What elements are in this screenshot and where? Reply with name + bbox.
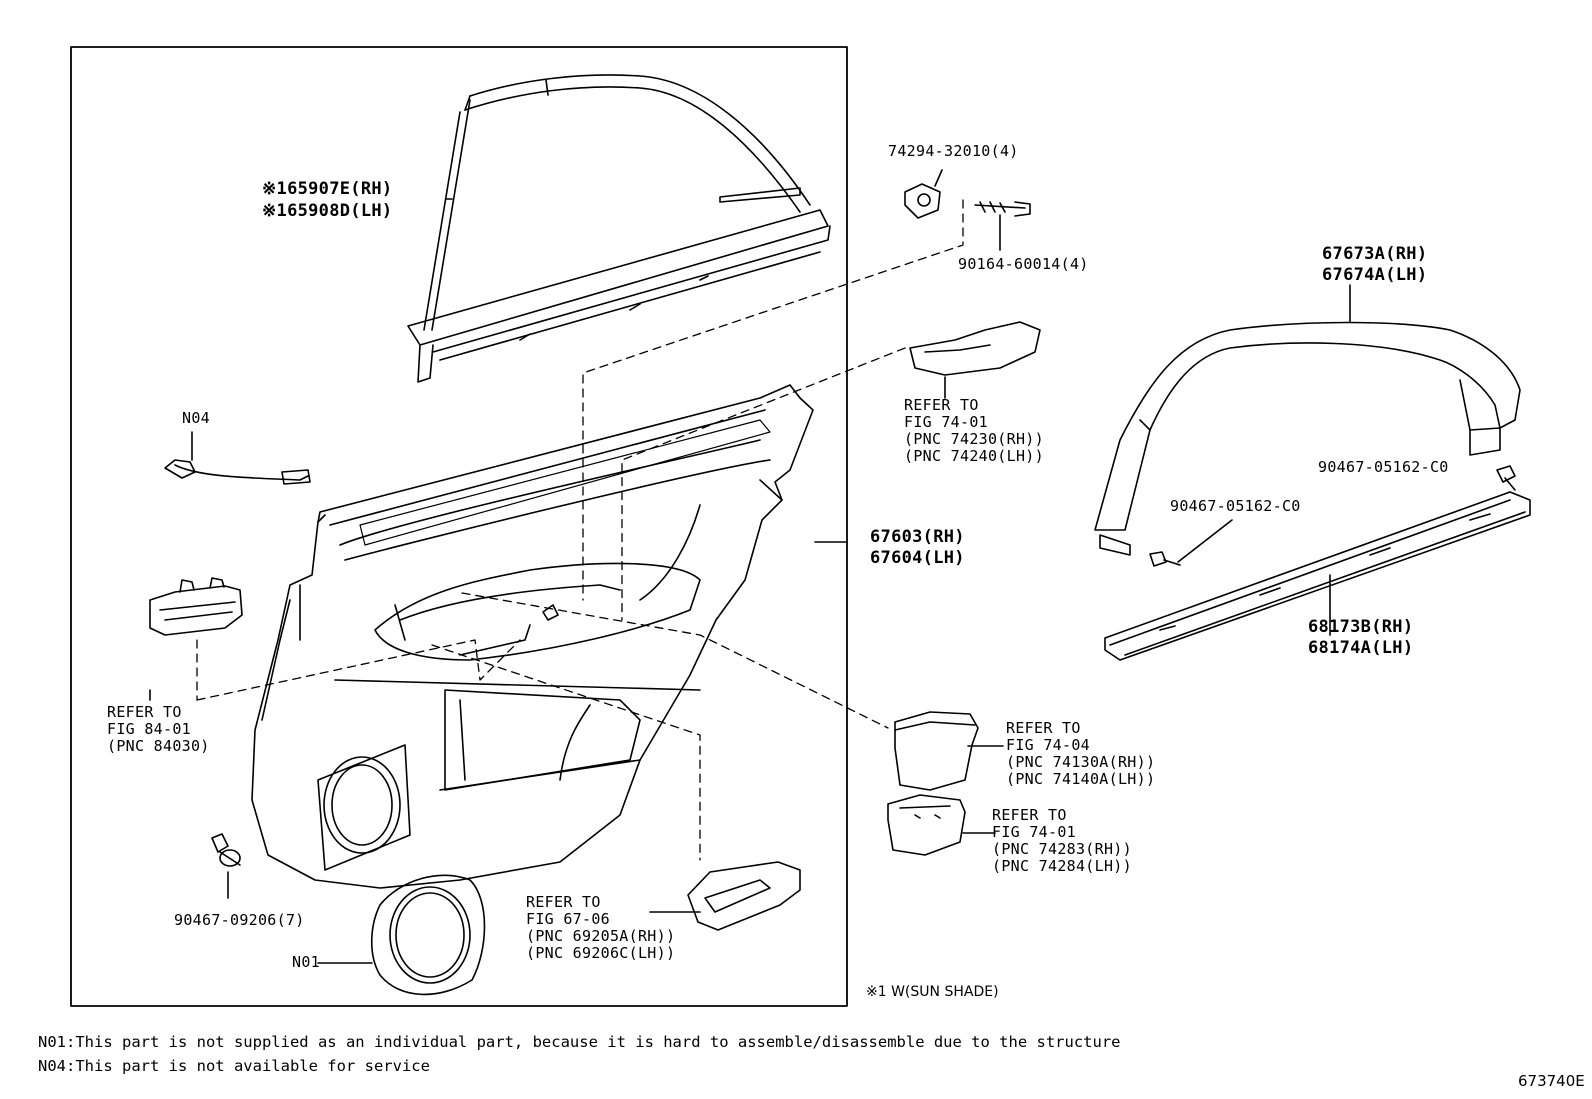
label-lock-ref-2: FIG 84-01 [107,720,191,738]
label-ashtray-ref-3: (PNC 74283(RH)) [992,840,1132,858]
clip-90467-05162-c0-a [1496,465,1516,491]
door-weatherstrip [1104,491,1531,661]
fastener-90467-09206 [211,833,241,899]
wire-harness-n04 [164,431,311,485]
belt-moulding [1094,284,1521,556]
label-handle-ref-4: (PNC 74240(LH)) [904,447,1044,465]
label-pocket-ref-1: REFER TO [1006,719,1081,737]
figure-code: 673740E [1518,1072,1585,1090]
sunshade-note: ※1 W(SUN SHADE) [866,984,999,1000]
footnote-n04: N04:This part is not available for servi… [38,1057,430,1075]
label-lock-ref-1: REFER TO [107,703,182,721]
label-inner-handle-ref-1: REFER TO [526,893,601,911]
label-clip-part: 74294-32010(4) [888,142,1019,160]
label-ashtray-ref-1: REFER TO [992,806,1067,824]
label-window-glass-lh: ※165908D(LH) [262,201,393,221]
window-sunshade-illustration [407,74,831,383]
label-ashtray-ref-2: FIG 74-01 [992,823,1076,841]
label-pocket-ref-2: FIG 74-04 [1006,736,1090,754]
label-handle-ref-1: REFER TO [904,396,979,414]
screw-90164-60014 [974,201,1031,251]
clip-90467-05162-c0-b [1149,519,1233,567]
label-n01: N01 [292,953,320,971]
label-fastener-part: 90467-09206(7) [174,911,305,929]
label-moulding-lh: 67674A(LH) [1322,265,1428,285]
label-handle-ref-2: FIG 74-01 [904,413,988,431]
armrest-pull-handle [909,321,1041,399]
door-trim-panel [251,384,814,889]
label-lock-ref-3: (PNC 84030) [107,737,210,755]
dashed-reference-lines [196,199,964,861]
label-handle-ref-3: (PNC 74230(RH)) [904,430,1044,448]
label-inner-handle-ref-2: FIG 67-06 [526,910,610,928]
ashtray-box [887,794,996,856]
label-panel-rh: 67603(RH) [870,527,965,547]
footnote-n01: N01:This part is not supplied as an indi… [38,1033,1121,1051]
clip-74294-32010 [904,169,943,219]
label-weatherstrip-lh: 68174A(LH) [1308,638,1414,658]
label-pocket-ref-3: (PNC 74130A(RH)) [1006,753,1156,771]
label-moulding-rh: 67673A(RH) [1322,244,1428,264]
door-lock-illustration [149,577,243,701]
label-clip-b: 90467-05162-C0 [1170,497,1301,515]
door-pocket [894,711,1004,791]
label-n04: N04 [182,409,210,427]
label-clip-a: 90467-05162-C0 [1318,458,1449,476]
label-ashtray-ref-4: (PNC 74284(LH)) [992,857,1132,875]
label-pocket-ref-4: (PNC 74140A(LH)) [1006,770,1156,788]
label-weatherstrip-rh: 68173B(RH) [1308,617,1414,637]
inner-door-handle [649,861,801,931]
panel-frame [70,46,848,1007]
speaker-grille-n01 [317,874,486,996]
label-screw-part: 90164-60014(4) [958,255,1089,273]
label-inner-handle-ref-3: (PNC 69205A(RH)) [526,927,676,945]
label-panel-lh: 67604(LH) [870,548,965,568]
label-window-glass-rh: ※165907E(RH) [262,179,393,199]
label-inner-handle-ref-4: (PNC 69206C(LH)) [526,944,676,962]
